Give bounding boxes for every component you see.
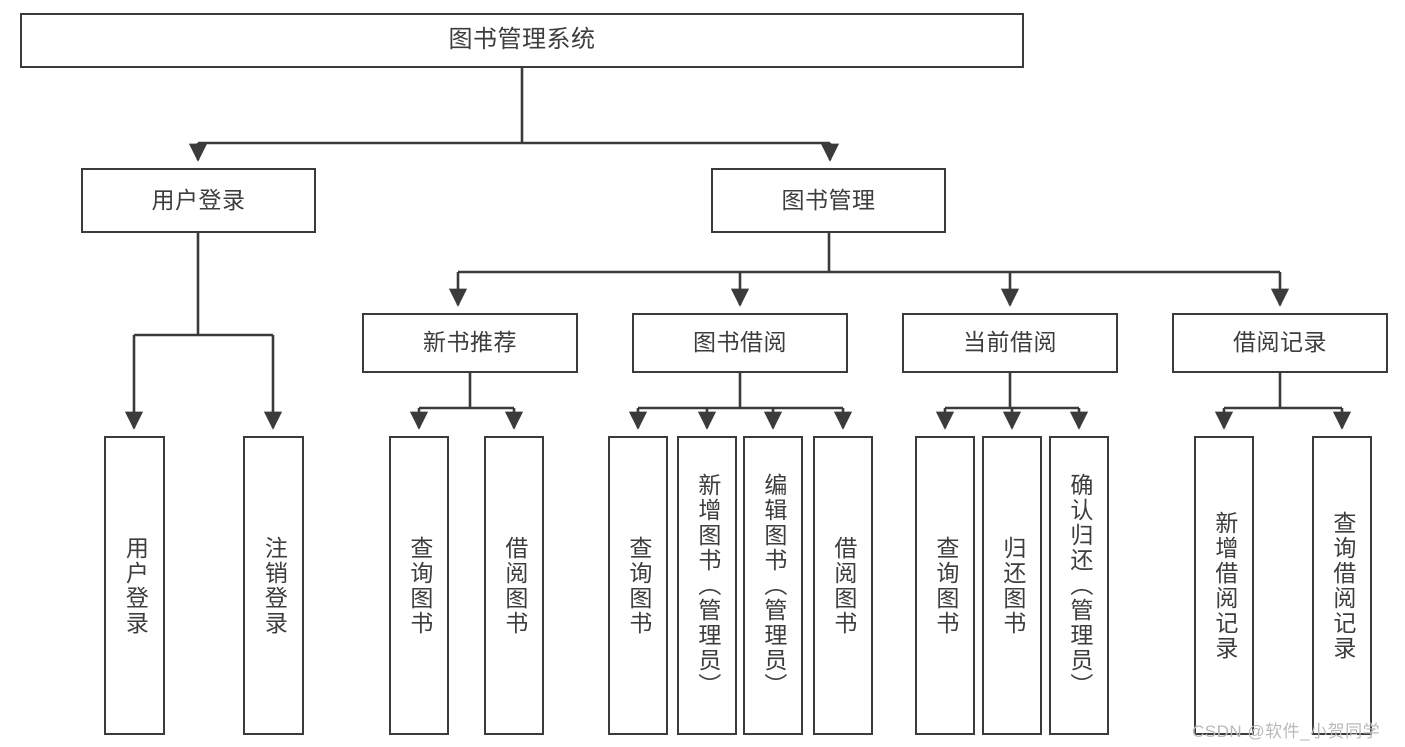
node-label: 查询借阅记录 xyxy=(1329,510,1356,661)
watermark-text: CSDN @软件_小贺同学 xyxy=(1192,722,1381,741)
node-book-management[interactable]: 图书管理 xyxy=(711,168,946,233)
leaf-user-login[interactable]: 用户登录 xyxy=(104,436,165,735)
node-label: 查询图书 xyxy=(406,535,433,636)
node-label: 图书管理 xyxy=(781,186,876,213)
node-label: 借阅记录 xyxy=(1233,329,1327,356)
node-label: 图书管理系统 xyxy=(448,26,596,54)
node-label: 当前借阅 xyxy=(963,329,1057,356)
leaf-record-add[interactable]: 新增借阅记录 xyxy=(1194,436,1254,735)
leaf-borrow-edit-book[interactable]: 编辑图书（管理员） xyxy=(743,436,803,735)
node-label: 图书借阅 xyxy=(693,329,787,356)
node-label: 注销登录 xyxy=(261,535,288,636)
node-root-system[interactable]: 图书管理系统 xyxy=(20,13,1024,68)
node-borrow-record[interactable]: 借阅记录 xyxy=(1172,313,1388,373)
node-label: 用户登录 xyxy=(122,535,149,636)
node-label: 用户登录 xyxy=(151,186,246,213)
leaf-current-query-book[interactable]: 查询图书 xyxy=(915,436,975,735)
node-book-borrow[interactable]: 图书借阅 xyxy=(632,313,848,373)
leaf-record-query[interactable]: 查询借阅记录 xyxy=(1312,436,1372,735)
node-user-login[interactable]: 用户登录 xyxy=(81,168,316,233)
leaf-new-book-borrow[interactable]: 借阅图书 xyxy=(484,436,544,735)
node-label: 借阅图书 xyxy=(501,535,528,636)
node-label: 新增借阅记录 xyxy=(1211,510,1238,661)
leaf-current-confirm-return[interactable]: 确认归还（管理员） xyxy=(1049,436,1109,735)
node-label: 新增图书（管理员） xyxy=(694,473,721,698)
leaf-borrow-book[interactable]: 借阅图书 xyxy=(813,436,873,735)
node-label: 查询图书 xyxy=(932,535,959,636)
node-label: 确认归还（管理员） xyxy=(1066,473,1093,698)
node-current-borrow[interactable]: 当前借阅 xyxy=(902,313,1118,373)
leaf-borrow-query-book[interactable]: 查询图书 xyxy=(608,436,668,735)
node-label: 查询图书 xyxy=(625,535,652,636)
leaf-borrow-add-book[interactable]: 新增图书（管理员） xyxy=(677,436,737,735)
node-new-book-recommend[interactable]: 新书推荐 xyxy=(362,313,578,373)
leaf-user-logout[interactable]: 注销登录 xyxy=(243,436,304,735)
node-label: 归还图书 xyxy=(999,535,1026,636)
leaf-new-book-query[interactable]: 查询图书 xyxy=(389,436,449,735)
node-label: 编辑图书（管理员） xyxy=(760,473,787,698)
leaf-current-return-book[interactable]: 归还图书 xyxy=(982,436,1042,735)
node-label: 新书推荐 xyxy=(423,329,517,356)
node-label: 借阅图书 xyxy=(830,535,857,636)
